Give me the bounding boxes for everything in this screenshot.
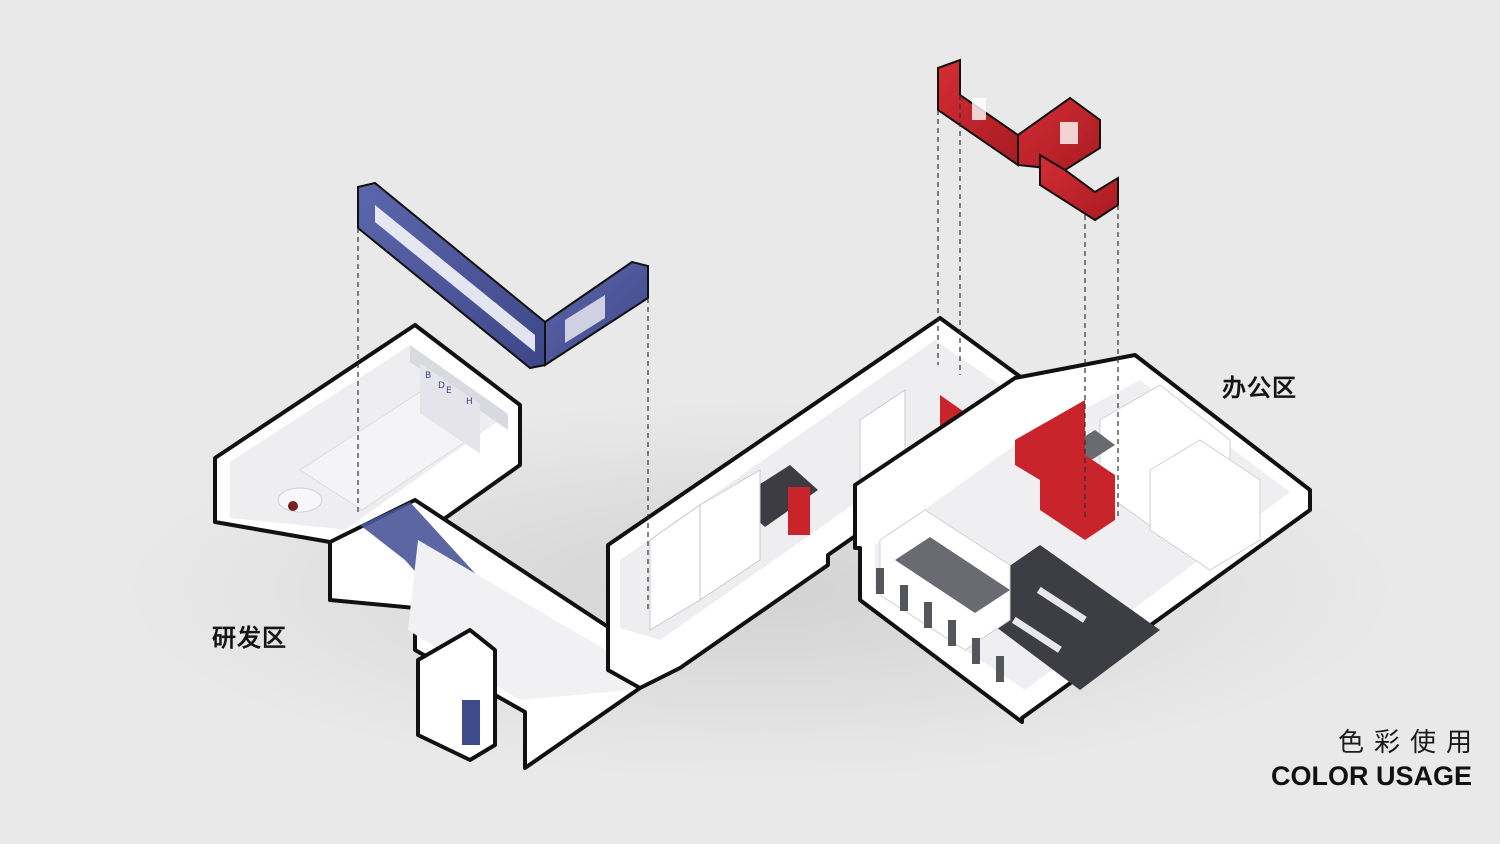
blue-band-inner-face (375, 205, 535, 352)
red-band-window (1060, 122, 1078, 144)
rd-zone-label: 研发区 (212, 624, 287, 652)
red-band-segment-2 (1017, 96, 1101, 172)
office-dining-tables (1011, 586, 1087, 653)
rd-blue-door (462, 700, 480, 745)
blue-band-inner-face-2 (565, 295, 605, 343)
rd-back-wall (410, 345, 508, 430)
rd-feature-wall (420, 363, 480, 454)
office-window-bays (876, 568, 1004, 682)
caption-title-en: COLOR USAGE (1270, 761, 1472, 791)
central-partition-walls (649, 389, 906, 631)
rd-zone-block: B D E H (213, 323, 642, 770)
red-band-segment-3 (1039, 153, 1119, 222)
rd-lounge-sofa (277, 487, 323, 513)
office-red-core (1015, 400, 1115, 540)
red-wall-band (937, 58, 1119, 222)
red-band-window (972, 98, 986, 120)
blue-wall-band (357, 181, 649, 370)
caption-title-cn: 色彩使用 (1337, 728, 1482, 758)
wall-letter: B (425, 371, 431, 381)
central-red-panel (788, 487, 810, 535)
rd-feature-wall-letters: B D E H (425, 371, 473, 407)
office-zone-label: 办公区 (1222, 374, 1297, 402)
wall-letter: D (438, 381, 445, 391)
rd-lounge-table (288, 501, 298, 511)
caption-block: 色彩使用 COLOR USAGE (1271, 728, 1472, 794)
wall-letter: E (446, 386, 452, 396)
projection-lines (357, 95, 1119, 610)
office-zone-block (853, 353, 1312, 724)
wall-letter: H (466, 397, 473, 407)
